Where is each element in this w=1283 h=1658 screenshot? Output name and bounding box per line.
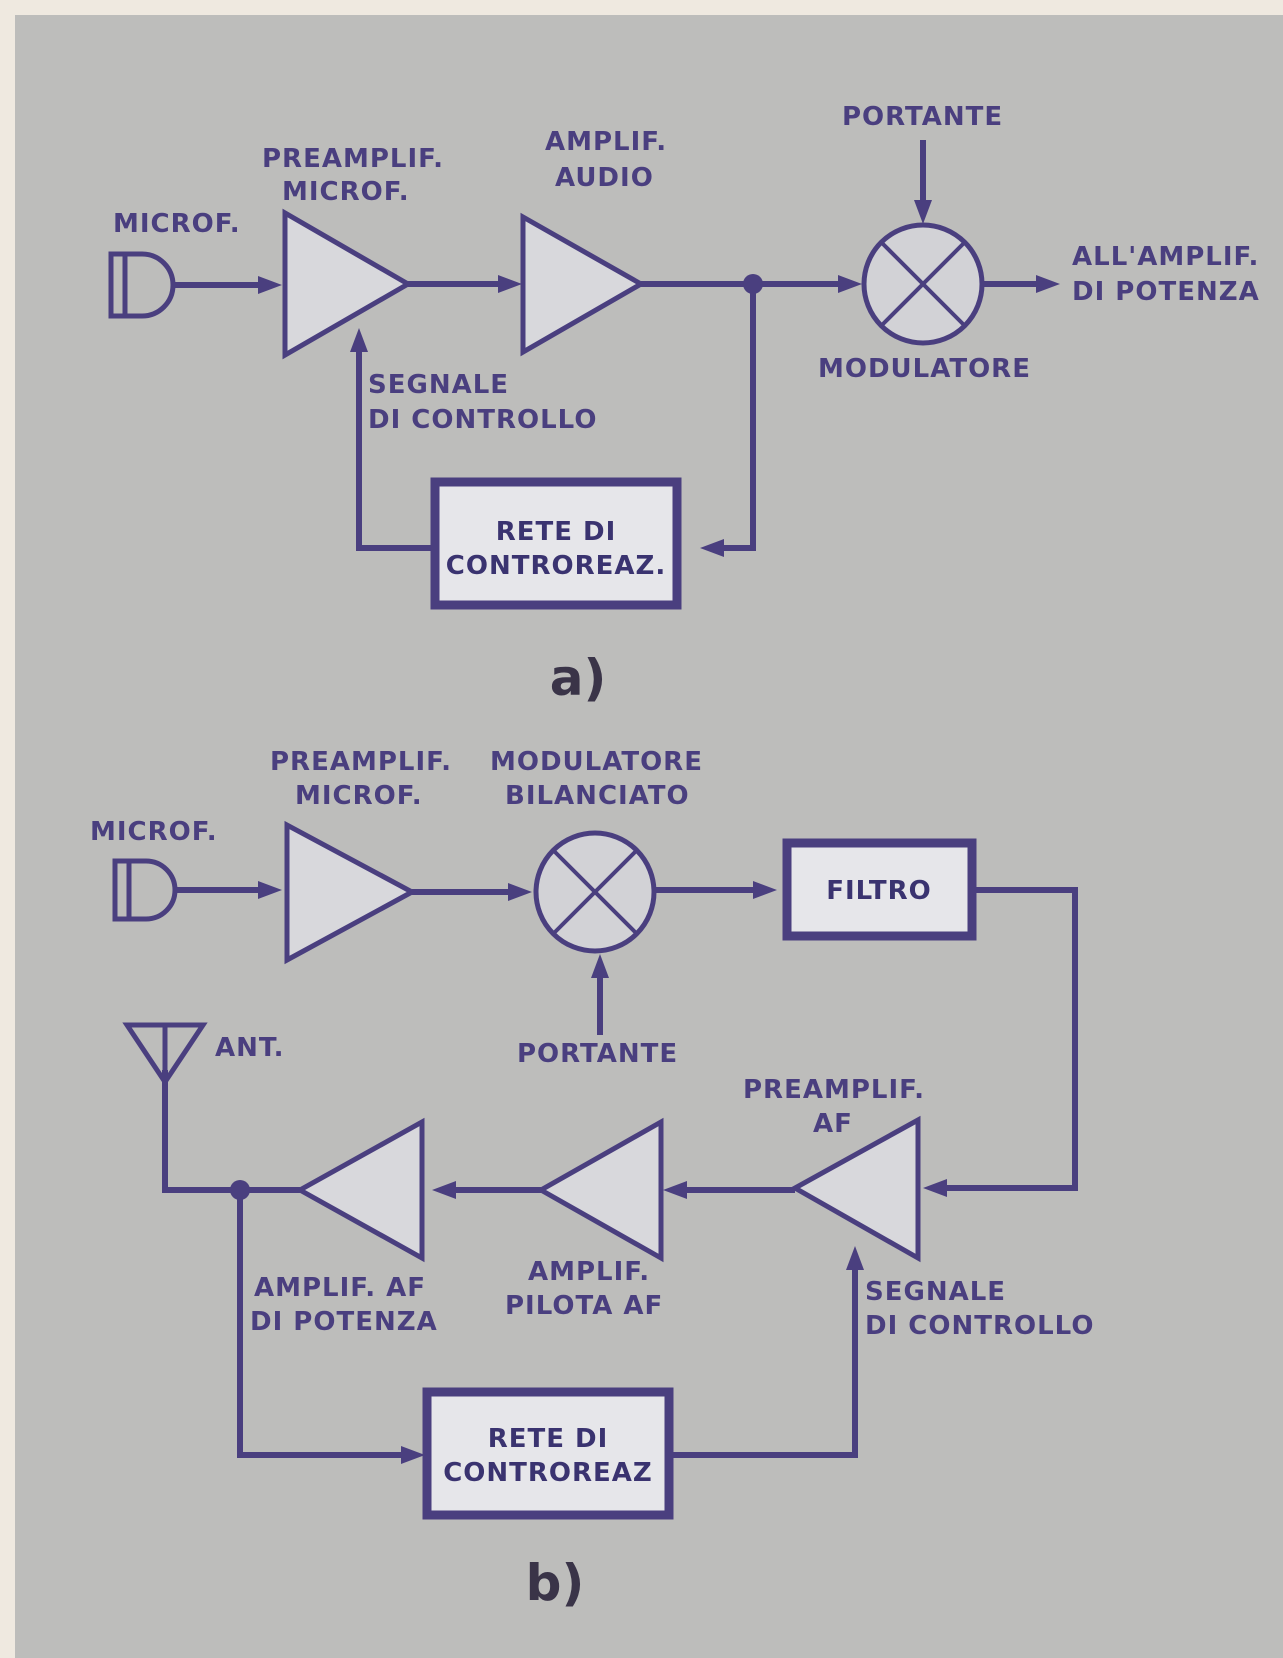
antenna-label-b: ANT. <box>215 1033 285 1063</box>
arrow-icon <box>846 1246 864 1270</box>
arrow-icon <box>401 1446 425 1464</box>
caption-a: a) <box>550 649 607 707</box>
arrow-icon <box>498 275 522 293</box>
arrow-icon <box>1036 275 1060 293</box>
rf-preamp-label-b-1: PREAMPLIF. <box>743 1075 925 1105</box>
arrow-icon <box>838 275 862 293</box>
carrier-label-a: PORTANTE <box>842 102 1003 132</box>
arrow-icon <box>350 328 368 352</box>
control-signal-label-b-2: DI CONTROLLO <box>865 1311 1094 1341</box>
wire-to-antenna-b <box>162 1070 240 1193</box>
rf-preamp-label-b-2: AF <box>813 1109 853 1139</box>
wire-control-signal-b <box>669 1258 858 1458</box>
feedback-network-box-b <box>422 1387 674 1520</box>
feedback-network-label-b-2: CONTROREAZ <box>443 1458 653 1488</box>
preamp-label-a-1: PREAMPLIF. <box>262 144 444 174</box>
arrow-icon <box>914 200 932 224</box>
arrow-icon <box>432 1181 456 1199</box>
arrow-icon <box>258 881 282 899</box>
output-label-a-2: DI POTENZA <box>1072 277 1260 307</box>
output-label-a-1: ALL'AMPLIF. <box>1072 242 1259 272</box>
balanced-modulator-label-b-2: BILANCIATO <box>505 781 690 811</box>
wire-control-signal-a <box>356 340 435 551</box>
preamp-label-b-1: PREAMPLIF. <box>270 747 452 777</box>
diagram-panel <box>15 15 1283 1658</box>
control-signal-label-a-2: DI CONTROLLO <box>368 405 597 435</box>
diagram-b: MICROF. PREAMPLIF. MICROF. MODULATORE BI… <box>90 747 1094 1612</box>
arrow-icon <box>258 276 282 294</box>
filter-label-b: FILTRO <box>826 876 932 906</box>
arrow-icon <box>700 539 724 557</box>
balanced-modulator-b <box>533 830 657 954</box>
modulator-label-a: MODULATORE <box>818 354 1031 384</box>
arrow-icon <box>923 1179 947 1197</box>
balanced-modulator-label-b-1: MODULATORE <box>490 747 703 777</box>
rf-power-label-b-2: DI POTENZA <box>250 1307 438 1337</box>
rf-power-label-b-1: AMPLIF. AF <box>254 1273 426 1303</box>
carrier-label-b: PORTANTE <box>517 1039 678 1069</box>
feedback-network-label-a-1: RETE DI <box>496 517 617 547</box>
rf-driver-label-b-1: AMPLIF. <box>528 1257 650 1287</box>
diagram-a: MICROF. PREAMPLIF. MICROF. AMPLIF. AUDIO… <box>108 102 1260 707</box>
modulator-a <box>861 222 985 346</box>
feedback-network-box-a <box>430 477 682 610</box>
feedback-network-label-b-1: RETE DI <box>488 1424 609 1454</box>
rf-power-triangle-b <box>294 1117 425 1263</box>
control-signal-label-b-1: SEGNALE <box>865 1277 1006 1307</box>
antenna-icon <box>122 1022 208 1087</box>
preamp-label-b-2: MICROF. <box>295 781 423 811</box>
rf-preamp-triangle-b <box>789 1115 921 1263</box>
control-signal-label-a-1: SEGNALE <box>368 370 509 400</box>
rf-driver-label-b-2: PILOTA AF <box>505 1291 663 1321</box>
preamp-triangle-a <box>282 208 414 360</box>
rf-driver-triangle-b <box>535 1117 664 1263</box>
arrow-icon <box>591 954 609 978</box>
wire-feedback-in-a <box>710 284 756 551</box>
wire-filter-to-rf-preamp-b <box>935 887 1078 1191</box>
arrow-icon <box>663 1181 687 1199</box>
arrow-icon <box>753 881 777 899</box>
arrow-icon <box>508 883 532 901</box>
wire-feedback-in-b <box>237 1190 413 1458</box>
microphone-icon-a <box>108 251 176 319</box>
preamp-triangle-b <box>284 820 418 965</box>
preamp-label-a-2: MICROF. <box>282 177 410 207</box>
audio-amp-label-a-1: AMPLIF. <box>545 127 667 157</box>
audio-amp-triangle-a <box>520 212 647 357</box>
microphone-label-a: MICROF. <box>113 209 241 239</box>
audio-amp-label-a-2: AUDIO <box>555 163 654 193</box>
microphone-label-b: MICROF. <box>90 817 218 847</box>
feedback-network-label-a-2: CONTROREAZ. <box>446 551 666 581</box>
caption-b: b) <box>526 1554 585 1612</box>
microphone-icon-b <box>112 858 178 922</box>
